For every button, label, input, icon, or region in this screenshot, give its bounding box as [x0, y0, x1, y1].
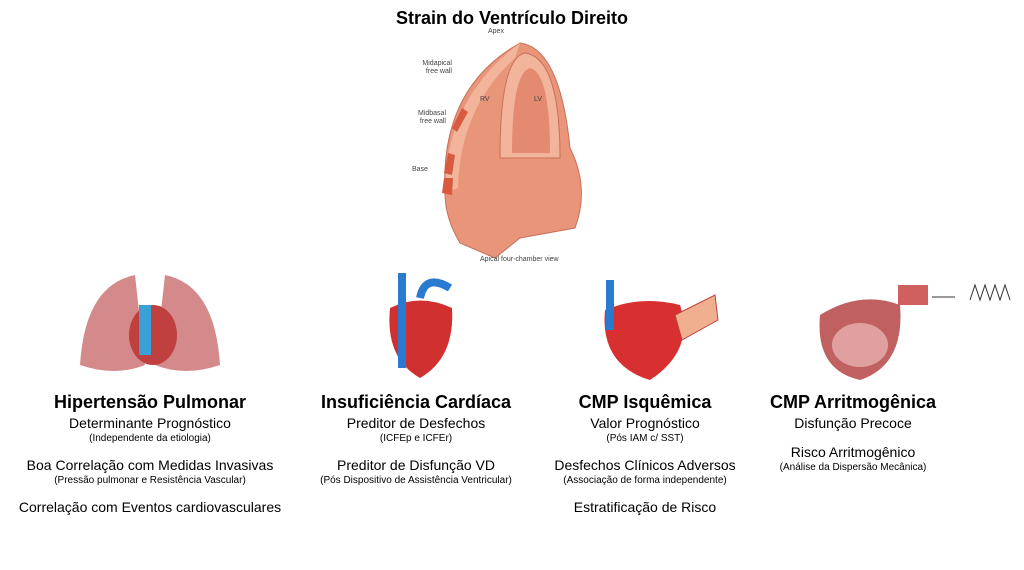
ecg-waveform-icon: [969, 283, 1011, 302]
item-main: Desfechos Clínicos Adversos: [554, 457, 736, 473]
item-note: (Pós IAM c/ SST): [606, 433, 684, 444]
rv-strain-diagram: Apex Midapical free wall Midbasal free w…: [400, 28, 630, 268]
column-heart-failure: Insuficiência Cardíaca Preditor de Desfe…: [320, 392, 512, 487]
column-heading: Insuficiência Cardíaca: [320, 392, 512, 412]
column-pulmonary-hypertension: Hipertensão Pulmonar Determinante Prognó…: [19, 392, 281, 516]
item-note: (Análise da Dispersão Mecânica): [779, 462, 927, 473]
heart-four-chamber-illustration: [442, 42, 582, 259]
item-main: Estratificação de Risco: [573, 499, 717, 515]
label-base: Base: [412, 166, 428, 173]
column-heading: CMP Arritmogênica: [769, 392, 937, 412]
item-note: (Pós Dispositivo de Assistência Ventricu…: [320, 475, 512, 486]
arrhythmogenic-heart-illustration: [819, 283, 1011, 380]
column-heading: CMP Isquêmica: [578, 392, 712, 412]
ecg-tissue-icon: [898, 285, 928, 305]
item-note: (ICFEp e ICFEr): [379, 433, 453, 444]
diagram-caption: Apical four-chamber view: [480, 256, 559, 263]
item-note: (Independente da etiologia): [89, 433, 211, 444]
label-midapical: Midapical free wall: [422, 60, 452, 75]
column-ischemic-cmp: CMP Isquêmica Valor Prognóstico (Pós IAM…: [554, 392, 735, 516]
heart-failure-illustration: [389, 273, 453, 378]
ischemic-heart-illustration: [604, 280, 719, 380]
page-title: Strain do Ventrículo Direito: [395, 8, 629, 28]
item-main: Preditor de Desfechos: [346, 415, 486, 431]
item-main: Correlação com Eventos cardiovasculares: [18, 499, 282, 515]
item-main: Valor Prognóstico: [590, 415, 700, 431]
label-rv: RV: [480, 96, 490, 103]
column-heading: Hipertensão Pulmonar: [53, 392, 247, 412]
item-main: Risco Arritmogênico: [790, 444, 916, 460]
item-main: Disfunção Precoce: [794, 415, 912, 431]
column-arrhythmogenic-cmp: CMP Arritmogênica Disfunção Precoce Risc…: [770, 392, 936, 474]
item-main: Preditor de Disfunção VD: [337, 457, 495, 473]
item-main: Boa Correlação com Medidas Invasivas: [26, 457, 274, 473]
lungs-heart-illustration: [80, 275, 220, 371]
label-apex: Apex: [488, 28, 504, 35]
item-note: (Associação de forma independente): [563, 475, 727, 486]
item-main: Determinante Prognóstico: [69, 415, 231, 431]
label-midbasal: Midbasal free wall: [417, 110, 446, 125]
label-lv: LV: [534, 96, 543, 103]
item-note: (Pressão pulmonar e Resistência Vascular…: [54, 475, 246, 486]
